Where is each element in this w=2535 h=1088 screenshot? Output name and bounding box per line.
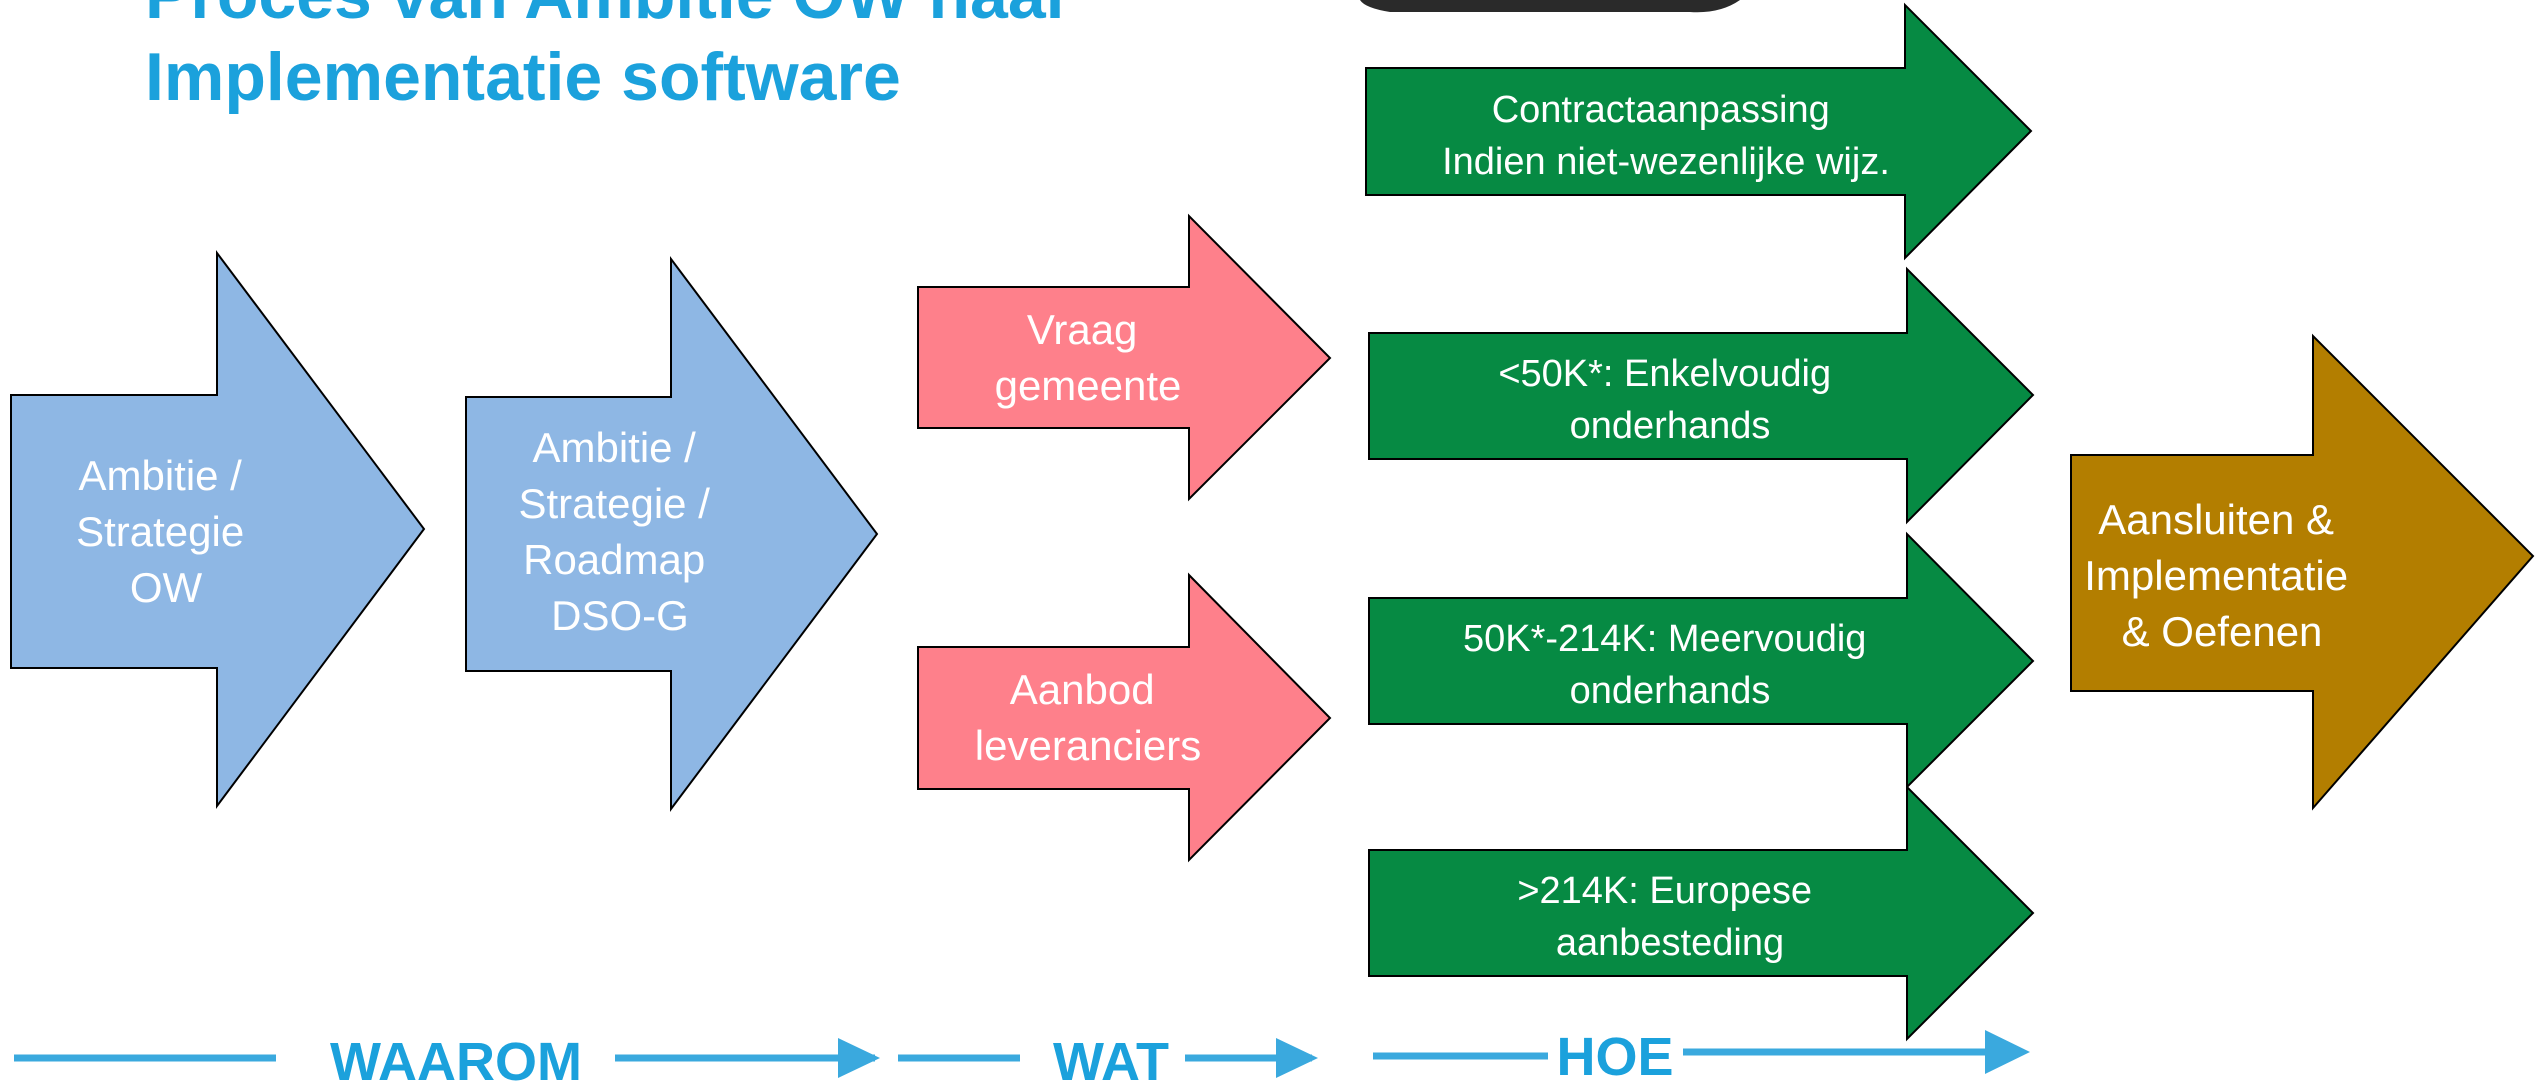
arrow-enkelvoudig-label: <50K*: Enkelvoudig onderhands: [1498, 353, 1841, 447]
arrow-europees-label: >214K: Europese aanbesteding: [1517, 870, 1822, 964]
arrow-aansluiten: [2070, 333, 2535, 811]
arrow-vraag-gemeente-label: Vraag gemeente: [995, 306, 1182, 409]
arrow-enkelvoudig: [1368, 266, 2035, 525]
arrow-ambitie-ow: [10, 250, 426, 810]
title-line-2: Implementatie software: [145, 39, 901, 115]
phase-label-waarom: WAAROM: [330, 1032, 582, 1088]
phase-label-wat: WAT: [1053, 1032, 1169, 1088]
phase-arrowhead-hoe: [1985, 1030, 2030, 1074]
cropped-image-fragment: [1360, 0, 1740, 13]
arrow-aanbod-leveranciers-label: Aanbod leveranciers: [975, 666, 1201, 769]
arrow-vraag-gemeente: [917, 213, 1332, 502]
arrow-europees: [1368, 784, 2035, 1042]
title-line-1: Proces van Ambitie OW naar: [145, 0, 1072, 33]
arrow-ambitie-ow-label: Ambitie / Strategie OW: [76, 452, 256, 611]
arrow-meervoudig-label: 50K*-214K: Meervoudig onderhands: [1463, 618, 1877, 712]
arrow-ambitie-dso-label: Ambitie / Strategie / Roadmap DSO-G: [518, 424, 721, 639]
phase-label-hoe: HOE: [1556, 1027, 1673, 1087]
phase-arrowhead-wat: [1276, 1038, 1318, 1078]
arrow-contractaanpassing: [1365, 2, 2033, 261]
phase-arrowhead-waarom: [838, 1038, 880, 1078]
arrow-aansluiten-label: Aansluiten & Implementatie & Oefenen: [2084, 496, 2359, 655]
arrow-ambitie-dso: [465, 255, 879, 813]
arrow-aanbod-leveranciers: [917, 572, 1332, 863]
arrow-meervoudig: [1368, 531, 2035, 790]
arrow-contractaanpassing-label: Contractaanpassing Indien niet-wezenlijk…: [1442, 89, 1890, 183]
